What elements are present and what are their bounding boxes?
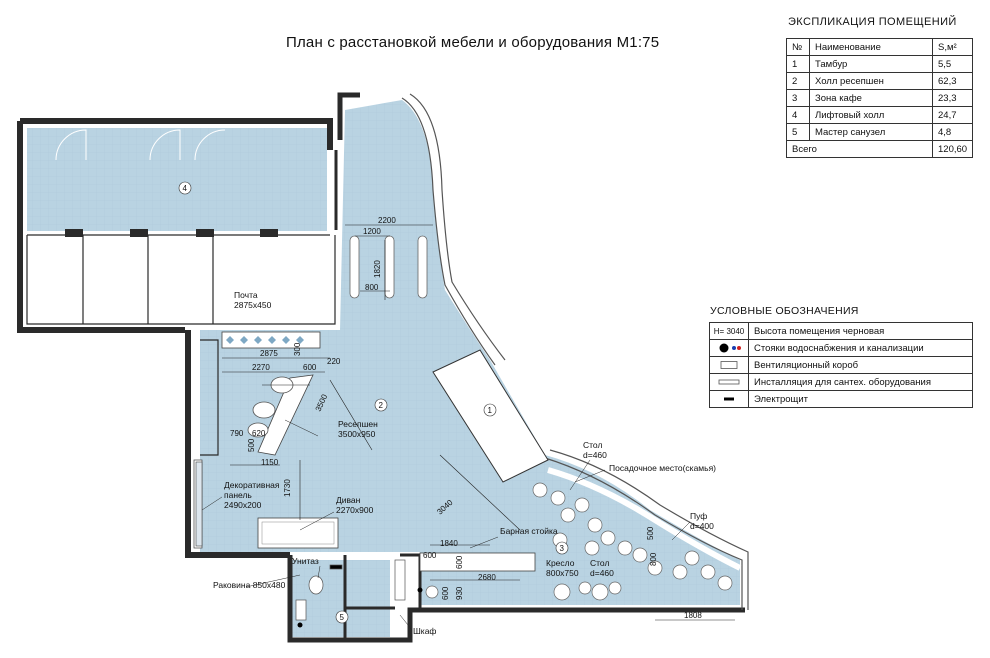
legend-text: Высота помещения черновая [754, 325, 885, 337]
dim-1840: 1840 [440, 539, 458, 548]
explication-title: ЭКСПЛИКАЦИЯ ПОМЕЩЕНИЙ [788, 16, 957, 28]
legend: H= 3040 Высота помещения черновая Стояки… [709, 322, 973, 408]
label-reception: Ресепшен [338, 419, 378, 429]
label-bar: Барная стойка [500, 526, 558, 536]
dim-790: 790 [230, 429, 244, 438]
legend-item: Стояки водоснабжения и канализации [710, 340, 972, 357]
dimension-lines [222, 224, 735, 621]
height-symbol: H= 3040 [710, 323, 749, 339]
dim-800-b: 800 [649, 552, 658, 566]
floor-fill [27, 100, 740, 637]
label-bench: Посадочное место(скамья) [609, 463, 716, 473]
label-table-1: Стол [583, 440, 602, 450]
legend-item: Инсталляция для сантех. оборудования [710, 374, 972, 391]
room-2-number: 2 [379, 401, 384, 410]
label-armchair: Кресло [546, 558, 575, 568]
legend-text: Вентиляционный короб [754, 359, 859, 371]
dim-1730: 1730 [283, 479, 292, 497]
room-4-number: 4 [183, 184, 188, 193]
label-table-2-size: d=460 [590, 568, 614, 578]
legend-item: Электрощит [710, 391, 972, 407]
dim-600-c: 600 [455, 555, 464, 569]
riser-icon [297, 587, 423, 628]
vent-duct-icon [710, 357, 749, 373]
leader-lines [201, 419, 691, 631]
installation-icon [710, 374, 749, 390]
dim-620: 620 [252, 429, 266, 438]
explication-header-row: № Наименование S,м² [786, 38, 974, 56]
dim-500-a: 500 [247, 438, 256, 452]
dim-600-b: 600 [423, 551, 437, 560]
drawing-title: План с расстановкой мебели и оборудовани… [286, 34, 660, 51]
dim-500-b: 500 [646, 526, 655, 540]
dim-1150: 1150 [261, 458, 279, 467]
legend-title: УСЛОВНЫЕ ОБОЗНАЧЕНИЯ [710, 305, 859, 317]
ceiling-shapes [349, 235, 428, 299]
dim-2200: 2200 [378, 216, 396, 225]
table-row: 2 Холл ресепшен 62,3 [786, 72, 974, 90]
label-pouf: Пуф [690, 511, 707, 521]
label-wardrobe: Шкаф [413, 626, 436, 636]
label-table-1-size: d=460 [583, 450, 607, 460]
mail-boxes [221, 331, 321, 349]
dim-220: 220 [327, 357, 341, 366]
reception-desk [247, 374, 314, 456]
label-mail: Почта [234, 290, 258, 300]
electric-panel-icon [710, 391, 749, 407]
dim-1820: 1820 [373, 260, 382, 278]
legend-text: Инсталляция для сантех. оборудования [754, 376, 931, 388]
room-5-number: 5 [340, 613, 345, 622]
label-sofa-size: 2270х900 [336, 505, 374, 515]
label-armchair-size: 800х750 [546, 568, 579, 578]
label-pouf-size: d=400 [690, 521, 714, 531]
dim-600-a: 600 [303, 363, 317, 372]
total-area: 120,60 [931, 140, 974, 158]
door-swings [55, 129, 226, 161]
dim-2680: 2680 [478, 573, 496, 582]
label-panel-2: панель [224, 490, 252, 500]
room-numbers: 4 2 1 3 5 [178, 181, 569, 624]
dim-1808: 1808 [684, 611, 702, 620]
legend-item: Вентиляционный короб [710, 357, 972, 374]
furniture-labels: Почта 2875х450 Ресепшен 3500х950 Декорат… [213, 290, 716, 636]
legend-text: Стояки водоснабжения и канализации [754, 342, 924, 354]
label-sink: Раковина 850х480 [213, 580, 286, 590]
label-mail-size: 2875х450 [234, 300, 272, 310]
label-panel-size: 2490х200 [224, 500, 262, 510]
label-sofa: Диван [336, 495, 361, 505]
dim-600-d: 600 [441, 586, 450, 600]
dim-930: 930 [455, 586, 464, 600]
decorative-panel [195, 461, 203, 547]
toilet-fixtures [295, 559, 406, 621]
room-3-number: 3 [560, 544, 565, 553]
dim-800: 800 [365, 283, 379, 292]
legend-item: H= 3040 Высота помещения черновая [710, 323, 972, 340]
label-toilet: Унитаз [292, 556, 319, 566]
row-area: 4,8 [931, 123, 974, 141]
table-row: 5 Мастер санузел 4,8 [786, 123, 974, 141]
sofa [257, 517, 339, 549]
walls [17, 92, 749, 643]
dim-2270: 2270 [252, 363, 270, 372]
cafe-furniture [425, 482, 733, 601]
cafe-bench [547, 467, 742, 571]
label-panel: Декоративная [224, 480, 280, 490]
room-1-number: 1 [488, 406, 493, 415]
dim-2875: 2875 [260, 349, 278, 358]
label-table-2: Стол [590, 558, 609, 568]
legend-text: Электрощит [754, 393, 808, 405]
total-row: Всего 120,60 [786, 140, 974, 158]
bar-counter [419, 552, 536, 572]
label-reception-size: 3500х950 [338, 429, 376, 439]
dim-1200: 1200 [363, 227, 381, 236]
dim-300: 300 [293, 342, 302, 356]
riser-icon [710, 340, 749, 356]
explication-table: № Наименование S,м² 1 Тамбур 5,5 2 Холл … [786, 38, 974, 158]
